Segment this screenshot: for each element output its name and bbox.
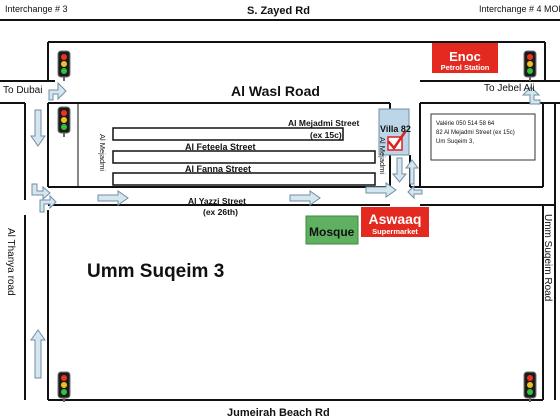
al-feteela-street-label: Al Feteela Street [185,142,256,152]
al-yazzi-ex-label: (ex 26th) [203,207,238,217]
aswaaq-name: Aswaaq [369,211,422,227]
direction-arrow-icon [97,190,129,206]
enoc-petrol-station [432,43,498,73]
al-yazzi-street-label: Al Yazzi Street [188,196,246,206]
direction-arrow-icon [31,183,51,201]
direction-arrow-icon [30,329,46,379]
interchange-4-label: Interchange # 4 MOE [479,4,560,14]
umm-suqeim-3-label: Umm Suqeim 3 [87,261,224,282]
enoc-sub: Petrol Station [441,63,490,72]
road-lines [0,19,560,401]
al-mejadmi-ex-label: (ex 15c) [310,130,342,140]
interchange-3-label: Interchange # 3 [5,4,68,14]
al-fanna-street-box [112,172,376,186]
al-wasl-road-label: Al Wasl Road [231,83,320,99]
address-line-1: Valérie 050 514 58 64 [436,121,495,127]
mosque-label: Mosque [309,225,355,239]
jumeirah-beach-road-label: Jumeirah Beach Rd [227,407,330,419]
to-dubai-label: To Dubai [3,85,42,96]
mosque-block [305,215,359,245]
direction-arrow-icon [405,159,419,185]
al-mejadmi-right-label: Al Mejadmi [378,137,387,174]
address-line-2: 82 Al Mejadmi Street (ex 15c) [436,130,515,136]
to-jebel-ali-label: To Jebel Ali [484,83,535,94]
direction-arrow-icon [407,184,423,200]
direction-arrow-icon [521,86,541,105]
traffic-light-icon [57,371,71,403]
al-thanya-road-label: Al Thanya road [5,228,16,296]
street-boxes [112,127,376,186]
s-zayed-road-label: S. Zayed Rd [247,5,310,17]
address-box [430,113,536,161]
villa-82-label: Villa 82 [380,124,411,134]
al-mejadmi-street-box [112,127,344,141]
traffic-light-icon [523,50,537,82]
al-feteela-street-box [112,150,376,164]
enoc-name: Enoc [449,49,481,64]
al-fanna-street-label: Al Fanna Street [185,164,251,174]
aswaaq-sub: Supermarket [372,227,418,236]
traffic-light-icon [523,371,537,403]
al-mejadmi-street-label: Al Mejadmi Street [288,118,359,128]
address-line-3: Um Suqeim 3, [436,139,474,145]
direction-arrow-icon [289,190,321,206]
direction-arrow-icon [48,81,67,101]
aswaaq-supermarket [361,207,429,237]
traffic-light-icon [57,50,71,82]
al-mejadmi-left-label: Al Mejadmi [98,134,107,171]
traffic-light-icon [57,106,71,138]
direction-arrow-icon [39,194,57,213]
umm-suqeim-road-label: Umm Suqeim Road [542,214,553,301]
direction-arrow-icon [30,109,46,147]
check-mark-icon [387,130,407,151]
direction-arrow-icon [391,157,408,183]
